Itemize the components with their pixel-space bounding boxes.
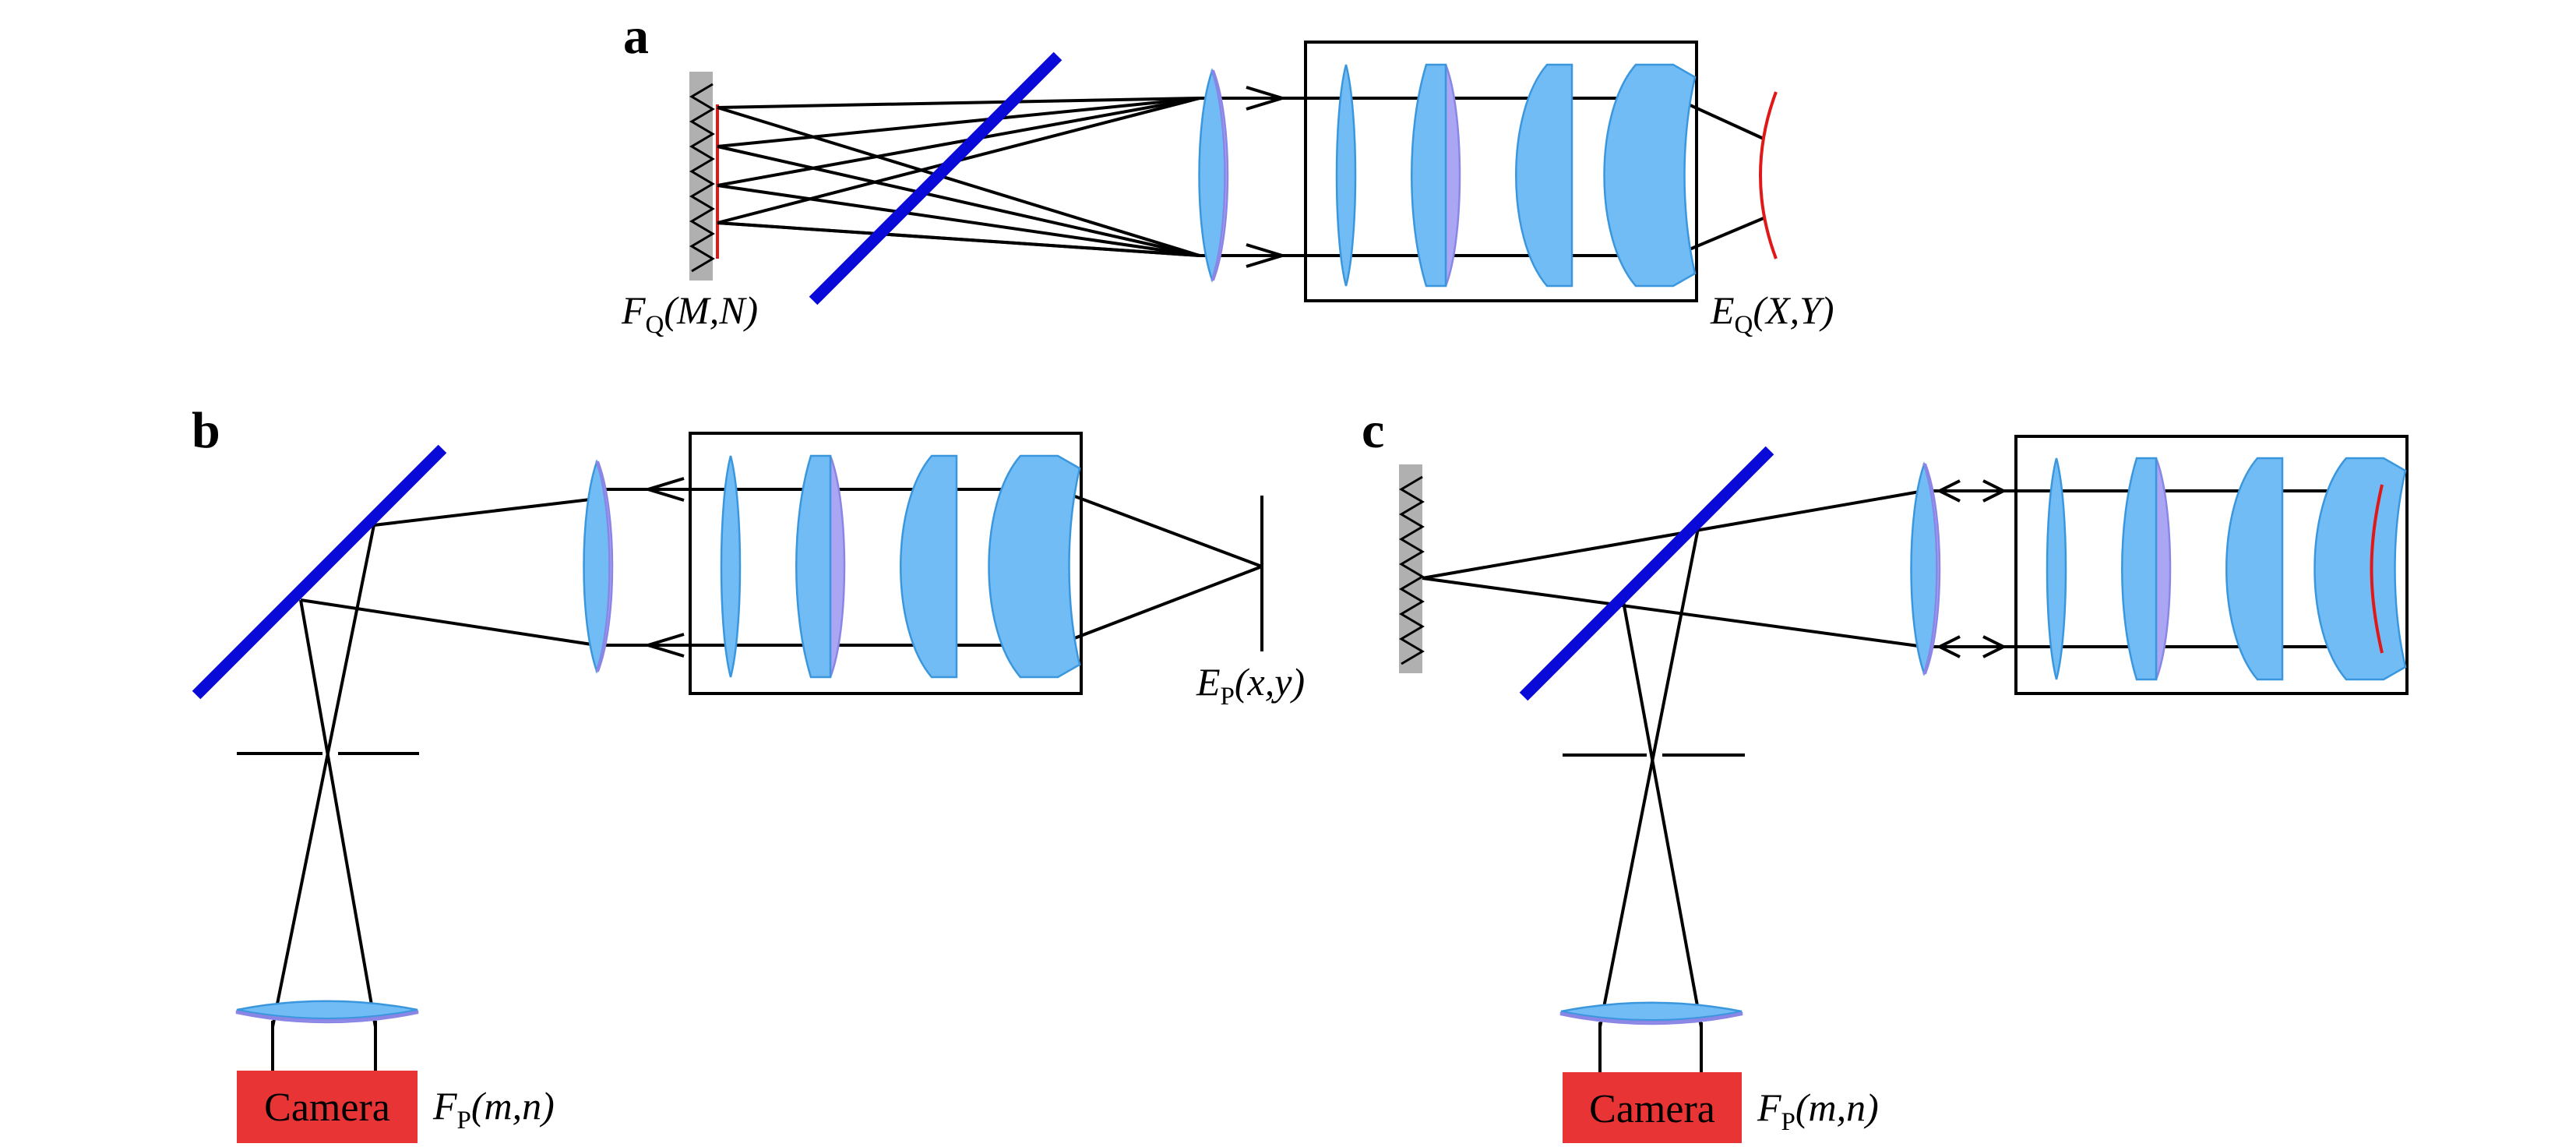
surface-label-a: EQ(X,Y) — [1710, 288, 1834, 339]
camera-lens-c — [1560, 1001, 1743, 1022]
beamsplitter-b — [192, 444, 447, 700]
camera-text-c: Camera — [1589, 1087, 1715, 1131]
panel-b: b Camera — [192, 402, 1305, 1143]
collimating-lens-b — [583, 461, 614, 672]
collimating-lens-a — [1198, 69, 1229, 281]
camera-label-c: FP(m,n) — [1757, 1085, 1879, 1136]
collimating-lens-c — [1910, 463, 1941, 675]
surface-label-b: EP(x,y) — [1196, 660, 1305, 711]
camera-label-b: FP(m,n) — [432, 1084, 555, 1135]
panel-a-tag: a — [623, 8, 649, 65]
panel-b-rays — [271, 477, 1263, 1028]
camera-lens-b — [236, 1000, 418, 1020]
beamsplitter-c — [1519, 446, 1774, 701]
slm-pixel-pattern — [689, 83, 715, 273]
camera-text-b: Camera — [264, 1085, 390, 1130]
panel-a-rays — [717, 86, 1764, 268]
camera-b — [237, 1071, 418, 1143]
beamsplitter-a — [809, 51, 1062, 305]
panel-a: a — [621, 8, 1834, 339]
slm-pixel-pattern-c — [1399, 475, 1425, 665]
slm-label-a: FQ(M,N) — [621, 288, 758, 339]
panel-c-tag: c — [1362, 402, 1384, 459]
lens-system-box-a — [1304, 41, 1698, 302]
lens-system-box-b — [689, 432, 1083, 695]
panel-c: c — [1362, 402, 2409, 1143]
camera-c — [1563, 1072, 1742, 1143]
test-surface-c — [2370, 484, 2384, 654]
lens-system-box-c — [2014, 435, 2409, 695]
test-surface-a — [1759, 91, 1778, 259]
panel-b-tag: b — [192, 402, 220, 459]
